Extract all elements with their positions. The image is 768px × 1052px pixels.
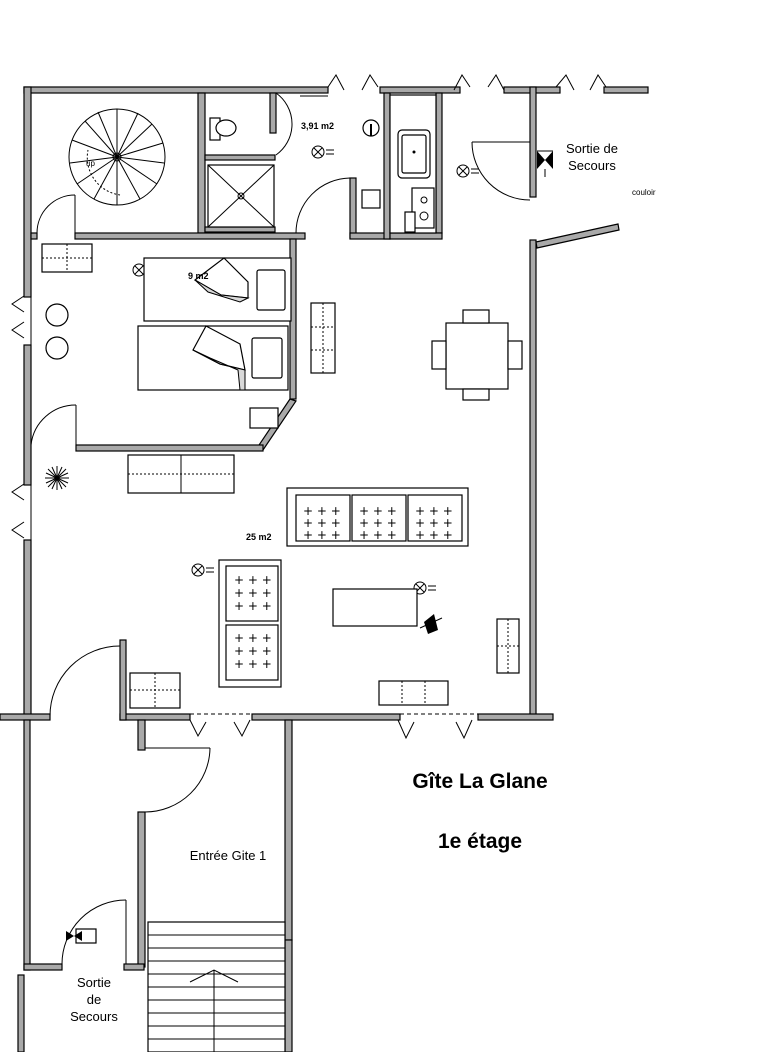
exit-bottom-label-line3: Secours [70, 1009, 118, 1024]
doors [30, 92, 531, 965]
spiral-staircase: up [68, 108, 166, 206]
plant-icon [45, 466, 69, 490]
svg-text:+ + +: + + + [234, 573, 272, 587]
svg-text:+ + +: + + + [359, 504, 397, 518]
wc-area-label: 3,91 m2 [301, 121, 334, 131]
walls [0, 86, 649, 1052]
light-fixtures [132, 145, 479, 595]
bedroom-area-label: 9 m2 [188, 271, 209, 281]
svg-text:+ + +: + + + [234, 599, 272, 613]
exit-symbols [66, 150, 553, 944]
svg-text:+ + +: + + + [359, 516, 397, 530]
living-area-label: 25 m2 [246, 532, 272, 542]
labels: 3,91 m2 9 m2 25 m2 couloir Sortie de Sec… [70, 121, 656, 1024]
exit-bottom-label-line1: Sortie [77, 975, 111, 990]
light-icon [311, 145, 334, 159]
svg-text:+ + +: + + + [303, 504, 341, 518]
stairs-up-label: up [86, 159, 95, 168]
windows [11, 74, 607, 740]
emergency-exit-icon [537, 150, 553, 177]
svg-text:+ + +: + + + [415, 528, 453, 542]
exit-bottom-label-line2: de [87, 992, 101, 1007]
svg-text:+ + +: + + + [359, 528, 397, 542]
sofa-cushion-pattern: + + ++ + ++ + + + + ++ + ++ + + + + ++ +… [303, 504, 453, 542]
svg-text:+ + +: + + + [303, 528, 341, 542]
plan-title: Gîte La Glane [412, 770, 547, 793]
couloir-label: couloir [632, 188, 656, 197]
svg-text:+ + +: + + + [415, 504, 453, 518]
kitchen [361, 94, 437, 234]
bedroom-furniture [41, 243, 336, 494]
entry-staircase [147, 921, 286, 1052]
light-icon [456, 164, 479, 178]
entry-label: Entrée Gite 1 [190, 848, 267, 863]
exit-top-label-line1: Sortie de [566, 141, 618, 156]
svg-text:+ + +: + + + [303, 516, 341, 530]
living-furniture: + + ++ + ++ + + + + ++ + ++ + + + + ++ +… [129, 309, 523, 709]
light-icon [191, 563, 214, 577]
svg-text:+ + +: + + + [234, 644, 272, 658]
emergency-exit-icon [66, 928, 97, 944]
light-icon [413, 581, 436, 595]
floor-label: 1e étage [438, 830, 522, 853]
svg-text:+ + +: + + + [234, 657, 272, 671]
stove-icon [419, 614, 443, 634]
bathroom-fixtures [207, 117, 275, 228]
svg-text:+ + +: + + + [234, 586, 272, 600]
exit-top-label-line2: Secours [568, 158, 616, 173]
svg-text:+ + +: + + + [234, 631, 272, 645]
svg-text:+ + +: + + + [415, 516, 453, 530]
